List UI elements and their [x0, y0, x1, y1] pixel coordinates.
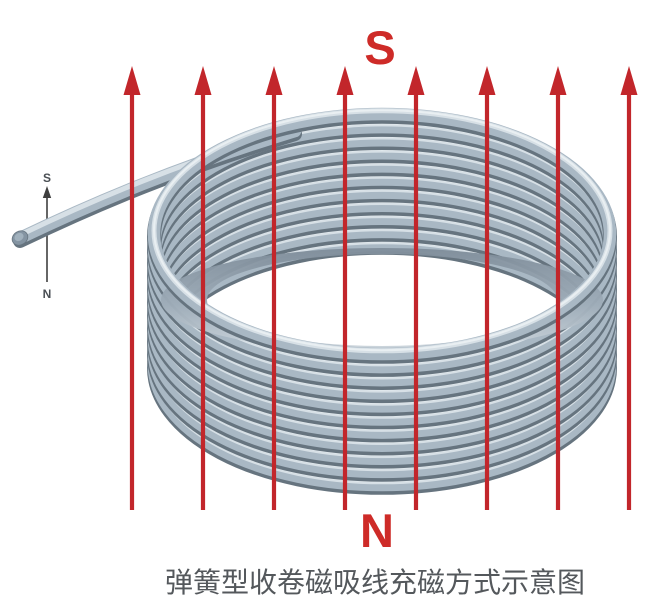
- coil-turn-gloss: [153, 109, 611, 352]
- field-line-arrow: [620, 66, 638, 510]
- compass-arrow-head-icon: [42, 186, 52, 198]
- field-line-arrowhead-icon: [194, 66, 212, 95]
- field-line-arrowhead-icon: [336, 66, 354, 95]
- field-line-arrow: [194, 66, 212, 510]
- coil-inner-wall: [161, 248, 603, 352]
- field-lines: [123, 66, 638, 510]
- field-line-arrowhead-icon: [478, 66, 496, 95]
- field-line-arrowhead-icon: [123, 66, 141, 95]
- coil-tail-end-cap-inner: [14, 232, 24, 242]
- field-line-arrowhead-icon: [407, 66, 425, 95]
- field-line-arrow: [478, 66, 496, 510]
- field-line-arrowhead-icon: [549, 66, 567, 95]
- field-line-arrow: [265, 66, 283, 510]
- bottom-pole-label: N: [360, 504, 394, 557]
- magnetization-direction-indicator: S N: [43, 171, 52, 301]
- compass-n-label: N: [43, 287, 52, 301]
- field-line-arrowhead-icon: [620, 66, 638, 95]
- compass-s-label: S: [43, 171, 51, 185]
- field-line-arrow: [407, 66, 425, 510]
- field-line-arrow: [549, 66, 567, 510]
- diagram-caption: 弹簧型收卷磁吸线充磁方式示意图: [165, 567, 585, 598]
- field-line-arrowhead-icon: [265, 66, 283, 95]
- field-line-arrow: [123, 66, 141, 510]
- top-pole-label: S: [364, 21, 395, 74]
- coil-illustration: [11, 107, 617, 495]
- field-line-arrow: [336, 66, 354, 510]
